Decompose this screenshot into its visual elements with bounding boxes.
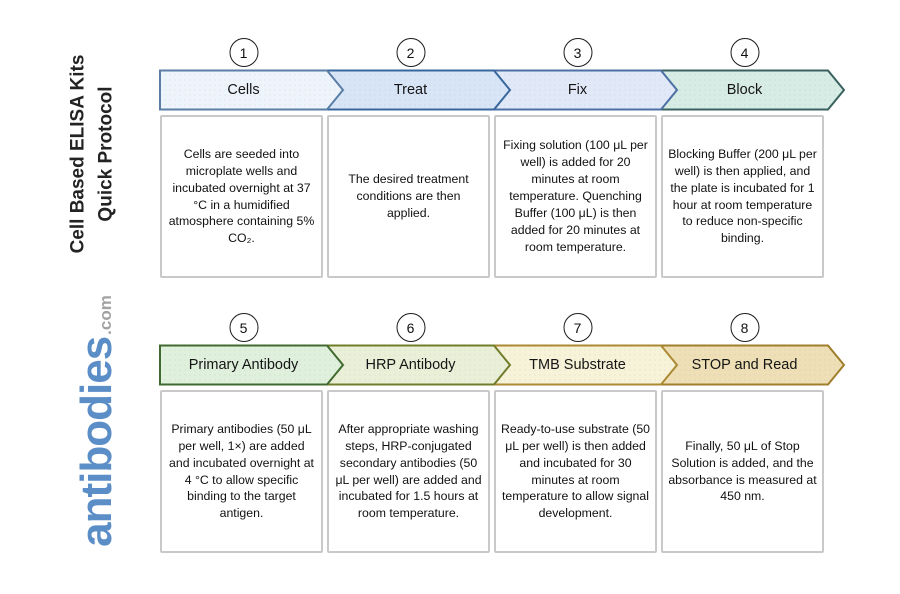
step-column-2: 2 Treat The desired treatment conditions… — [327, 38, 494, 280]
step-number: 1 — [239, 44, 248, 61]
step-column-1: 1 Cells Cells are seeded into microplate… — [160, 38, 327, 280]
step-column-7: 7 TMB Substrate Ready-to-use substrate (… — [494, 313, 661, 555]
step-description-text: After appropriate washing steps, HRP-con… — [335, 421, 482, 521]
step-arrow-label: Treat — [393, 82, 428, 98]
step-number: 6 — [406, 319, 415, 336]
step-description: Blocking Buffer (200 μL per well) is the… — [661, 115, 824, 278]
step-number: 2 — [406, 44, 415, 61]
step-arrow-label: HRP Antibody — [365, 357, 456, 373]
step-arrow-label: Primary Antibody — [188, 357, 299, 373]
arrow-texture — [160, 70, 343, 110]
step-arrow-label: Block — [726, 82, 763, 98]
flow-row-2: 5 Primary Antibody Primary antibodies (5… — [159, 313, 860, 555]
step-column-3: 3 Fix Fixing solution (100 μL per well) … — [494, 38, 661, 280]
flow-row-1: 1 Cells Cells are seeded into microplate… — [159, 38, 860, 280]
arrow-texture — [661, 70, 844, 110]
step-column-8: 8 STOP and Read Finally, 50 μL of Stop S… — [661, 313, 828, 555]
step-arrow-label: Cells — [227, 82, 260, 98]
step-arrow-label: Fix — [567, 82, 588, 98]
flow-arrows-row-2 — [159, 344, 846, 386]
step-description: Fixing solution (100 μL per well) is add… — [494, 115, 657, 278]
arrow-texture — [160, 345, 343, 385]
page-title: Cell Based ELISA Kits Quick Protocol — [64, 55, 119, 254]
step-description-text: Fixing solution (100 μL per well) is add… — [503, 138, 648, 254]
step-number-badge: 8 — [730, 313, 759, 342]
step-number-badge: 6 — [396, 313, 425, 342]
step-number: 3 — [573, 44, 582, 61]
brand-logo-text: antibodies — [72, 336, 121, 547]
step-description: Primary antibodies (50 μL per well, 1×) … — [160, 390, 323, 553]
step-column-6: 6 HRP Antibody After appropriate washing… — [327, 313, 494, 555]
step-number: 8 — [740, 319, 749, 336]
step-description-text: Blocking Buffer (200 μL per well) is the… — [668, 146, 817, 246]
arrow-texture — [327, 345, 510, 385]
step-description-text: Finally, 50 μL of Stop Solution is added… — [668, 438, 817, 504]
step-description-text: The desired treatment conditions are the… — [348, 172, 469, 220]
step-number: 5 — [239, 319, 248, 336]
brand-logo-tld: .com — [96, 295, 115, 335]
page-title-line1: Cell Based ELISA Kits — [67, 54, 89, 254]
step-description-text: Primary antibodies (50 μL per well, 1×) … — [169, 421, 314, 521]
step-number-badge: 7 — [563, 313, 592, 342]
step-number: 4 — [740, 44, 749, 61]
step-description-text: Ready-to-use substrate (50 μL per well) … — [501, 421, 651, 521]
step-description: After appropriate washing steps, HRP-con… — [327, 390, 490, 553]
step-description: Ready-to-use substrate (50 μL per well) … — [494, 390, 657, 553]
step-description: Cells are seeded into microplate wells a… — [160, 115, 323, 278]
brand-logo: antibodies .com — [72, 295, 122, 547]
arrow-texture — [661, 345, 844, 385]
step-arrow-label: TMB Substrate — [529, 357, 626, 373]
step-number-badge: 3 — [563, 38, 592, 67]
step-description: The desired treatment conditions are the… — [327, 115, 490, 278]
step-number-badge: 4 — [730, 38, 759, 67]
arrow-texture — [494, 345, 677, 385]
step-arrow-label: STOP and Read — [691, 357, 798, 373]
step-column-5: 5 Primary Antibody Primary antibodies (5… — [160, 313, 327, 555]
step-number: 7 — [573, 319, 582, 336]
step-number-badge: 1 — [229, 38, 258, 67]
arrow-texture — [494, 70, 677, 110]
step-number-badge: 5 — [229, 313, 258, 342]
arrow-texture — [327, 70, 510, 110]
step-column-4: 4 Block Blocking Buffer (200 μL per well… — [661, 38, 828, 280]
page-title-line2: Quick Protocol — [95, 86, 116, 222]
step-number-badge: 2 — [396, 38, 425, 67]
step-description-text: Cells are seeded into microplate wells a… — [168, 146, 315, 246]
flow-arrows-row-1 — [159, 69, 846, 111]
step-description: Finally, 50 μL of Stop Solution is added… — [661, 390, 824, 553]
